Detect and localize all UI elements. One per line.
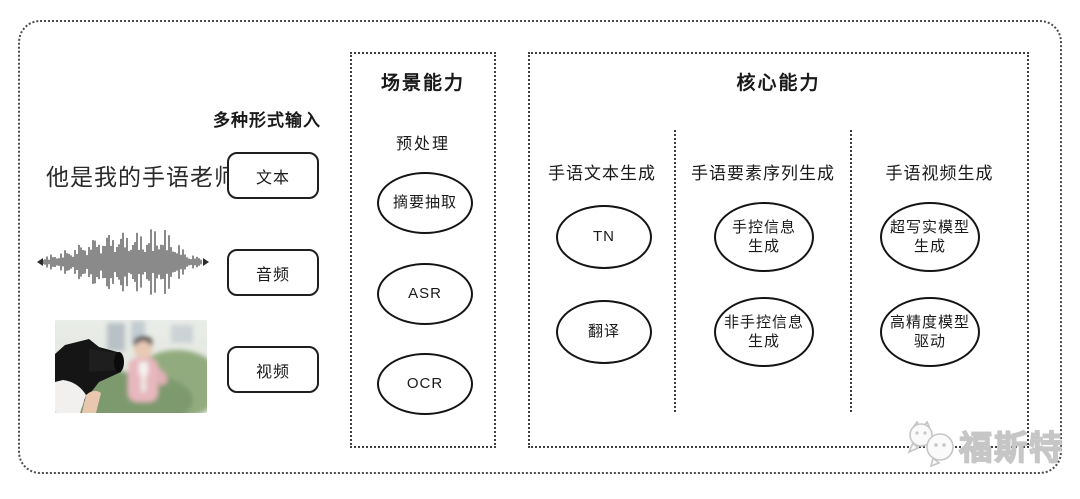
- watermark: 福斯特: [903, 420, 1064, 470]
- input-type-audio-label: 音频: [255, 266, 290, 284]
- camera-silhouette: [55, 339, 124, 413]
- node-hyperrealistic-model-generation: 超写实模型 生成: [880, 202, 980, 272]
- column-divider: [674, 130, 676, 412]
- input-type-text-label: 文本: [255, 169, 290, 187]
- column-header-sign-element-sequence-generation: 手语要素序列生成: [691, 164, 835, 183]
- node-tn: TN: [556, 205, 652, 269]
- sample-input-text: 他是我的手语老师: [46, 164, 238, 190]
- scene-capability-panel: 场景能力 预处理 摘要抽取 ASR OCR: [350, 52, 496, 448]
- core-panel-title: 核心能力: [736, 73, 821, 94]
- node-ocr: OCR: [377, 353, 473, 415]
- outer-dotted-border: [18, 20, 1062, 474]
- node-summary-extraction: 摘要抽取: [377, 172, 473, 234]
- preprocess-label: 预处理: [395, 136, 450, 153]
- inputs-section-label: 多种形式输入: [213, 111, 321, 130]
- input-type-audio-box: 音频: [227, 249, 319, 296]
- node-translation: 翻译: [556, 300, 652, 364]
- node-non-manual-info-generation: 非手控信息 生成: [714, 297, 814, 367]
- input-type-video-box: 视频: [227, 346, 319, 393]
- input-type-text-box: 文本: [227, 152, 319, 199]
- core-capability-panel: 核心能力 手语文本生成 手语要素序列生成 手语视频生成 TN 翻译 手控信息 生…: [528, 52, 1029, 448]
- column-header-sign-video-generation: 手语视频生成: [885, 164, 994, 183]
- column-header-sign-text-generation: 手语文本生成: [548, 164, 656, 183]
- scene-panel-title: 场景能力: [380, 73, 465, 94]
- video-frame-image: [55, 320, 207, 413]
- node-asr: ASR: [377, 263, 473, 325]
- audio-waveform-icon: [37, 228, 209, 296]
- node-manual-info-generation: 手控信息 生成: [714, 202, 814, 272]
- input-type-video-label: 视频: [255, 363, 290, 381]
- node-high-precision-model-driving: 高精度模型 驱动: [880, 297, 980, 367]
- column-divider: [850, 130, 852, 412]
- chat-bubbles-logo-icon: [907, 420, 954, 468]
- watermark-text: 福斯特: [958, 428, 1064, 466]
